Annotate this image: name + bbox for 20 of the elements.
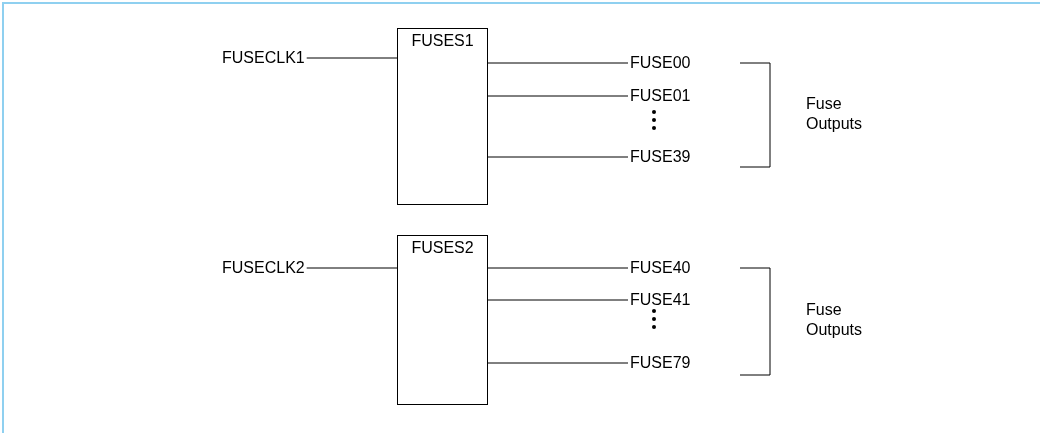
group-label: Fuse Outputs (806, 300, 864, 340)
signal-line (487, 95, 629, 97)
signal-name: FUSE00 (630, 53, 691, 73)
signal-name: FUSE79 (630, 353, 691, 373)
signal-line (487, 299, 629, 301)
signal-line (487, 62, 629, 64)
signal-line (487, 267, 629, 269)
signal-name: FUSECLK1 (222, 48, 305, 68)
signal-line (306, 57, 398, 59)
signal-name: FUSECLK2 (222, 258, 305, 278)
group-label: Fuse Outputs (806, 94, 864, 134)
fuse-block: FUSES2 (397, 235, 488, 405)
signal-name: FUSE40 (630, 258, 691, 278)
signal-name: FUSE41 (630, 290, 691, 310)
fuse-block: FUSES1 (397, 28, 488, 205)
signal-name: FUSE39 (630, 147, 691, 167)
signal-line (487, 362, 629, 364)
signal-line (306, 267, 398, 269)
signal-line (487, 156, 629, 158)
signal-name: FUSE01 (630, 86, 691, 106)
